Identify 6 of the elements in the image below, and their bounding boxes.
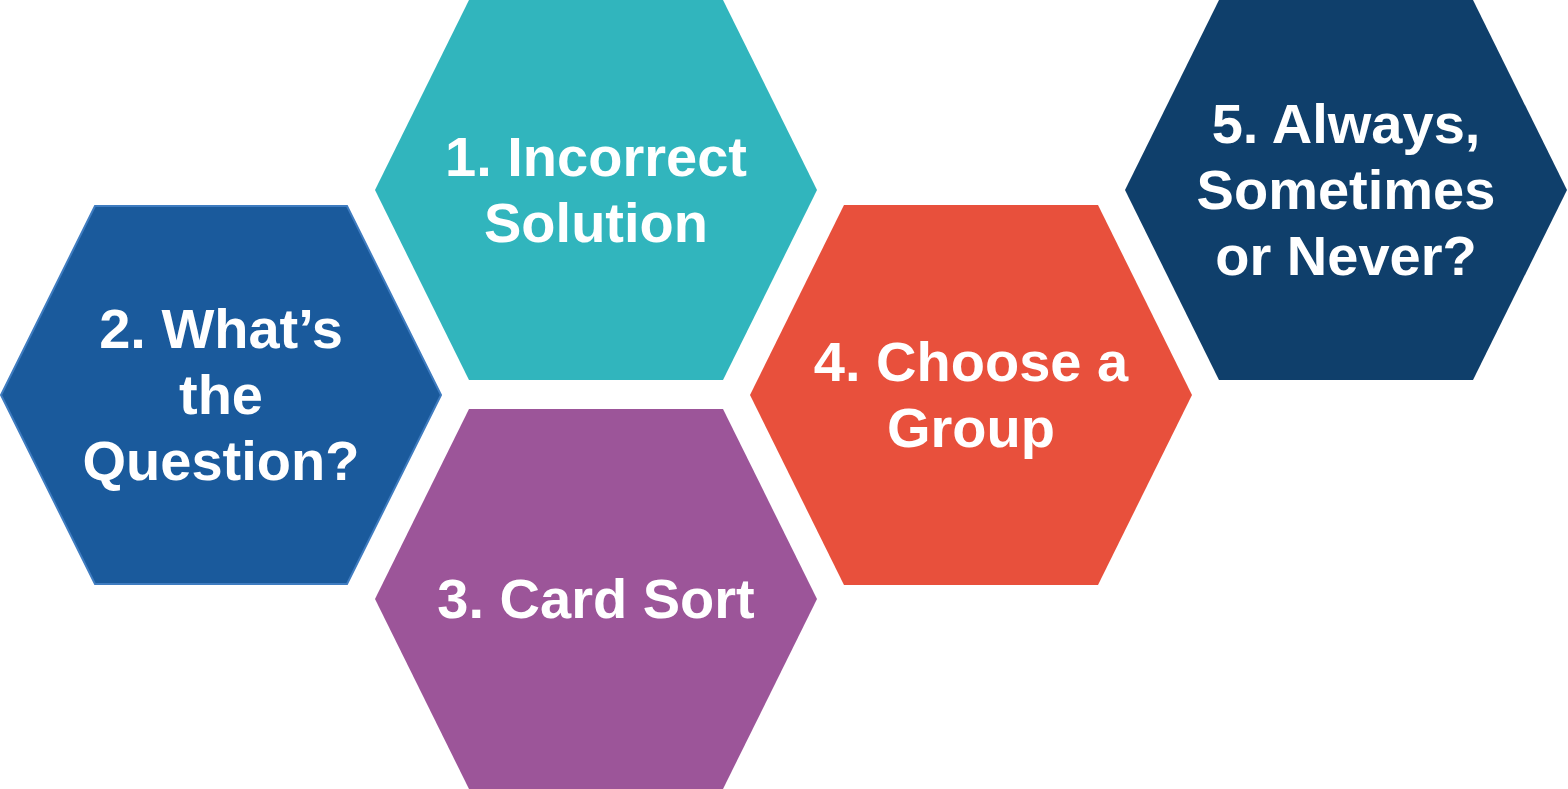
hexagon-label: 3. Card Sort [436, 566, 756, 632]
hexagon-label: 1. Incorrect Solution [444, 124, 748, 256]
hexagon-label: 2. What’s the Question? [81, 296, 361, 494]
hexagon-label: 5. Always, Sometimes or Never? [1195, 91, 1497, 289]
hexagon [375, 409, 817, 789]
hexagon-label: 4. Choose a Group [812, 329, 1130, 461]
